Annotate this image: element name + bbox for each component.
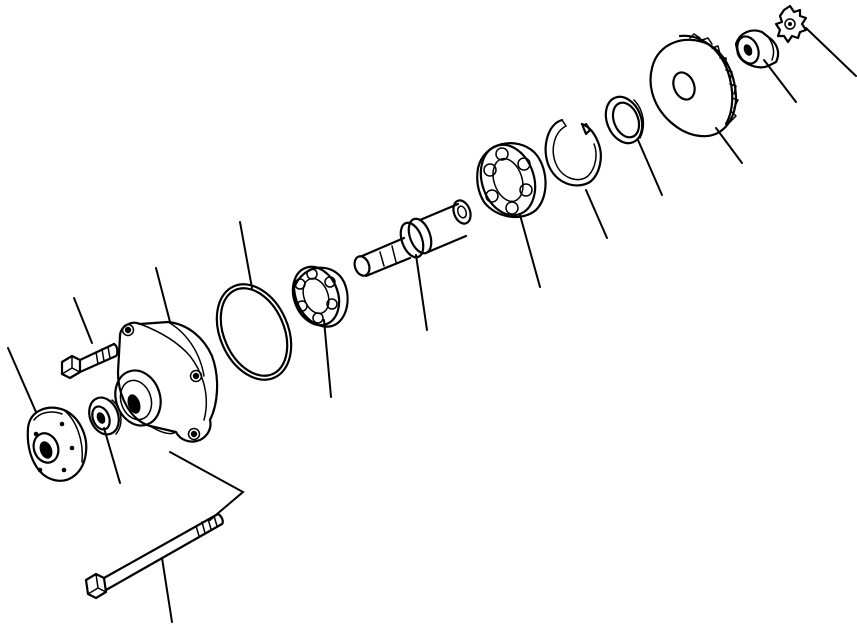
leader-snap-ring: [585, 189, 608, 239]
o-ring-part: [215, 283, 293, 381]
long-bolt-part: [84, 512, 224, 600]
shaft-part: [353, 199, 472, 278]
leader-gear: [715, 127, 743, 164]
gear-part: [649, 33, 739, 138]
collar-part: [734, 29, 780, 69]
leader-bearing-1: [323, 319, 332, 398]
bolt-part: [60, 342, 119, 380]
leader-coupling: [805, 27, 857, 77]
leader-o-ring: [239, 221, 253, 289]
leader-housing: [155, 267, 171, 323]
snap-ring-part: [544, 118, 602, 187]
bearing-2-part: [476, 142, 547, 218]
flange-part: [26, 406, 88, 482]
oil-seal-part: [88, 396, 122, 436]
housing-part: [114, 320, 219, 443]
bearing-1-part: [291, 265, 349, 328]
leader-flange: [7, 347, 37, 413]
leader-long-bolt: [169, 451, 245, 521]
leader-lines: [7, 27, 857, 623]
leader-seal-ring: [637, 139, 663, 196]
leader-shaft: [415, 254, 428, 331]
leader-oil-seal: [103, 427, 121, 484]
leader-bearing-2: [519, 214, 541, 288]
seal-ring-part: [604, 95, 645, 145]
leader-long-bolt-tail: [161, 557, 173, 623]
coupling-part: [774, 4, 808, 44]
leader-bolt: [73, 297, 93, 344]
leader-collar: [763, 59, 797, 103]
gear-teeth: [689, 33, 739, 123]
